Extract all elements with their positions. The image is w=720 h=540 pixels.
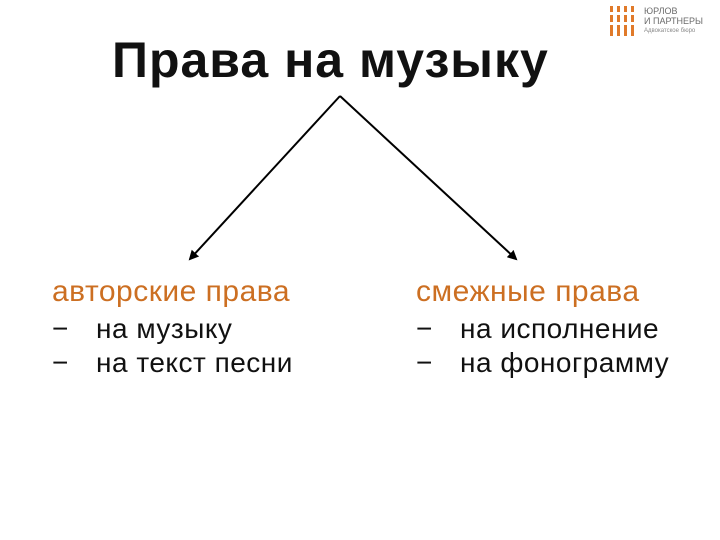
logo-line1: ЮРЛОВ (644, 6, 678, 16)
arrow-left (188, 95, 341, 261)
branch-items: − на музыку − на текст песни (52, 312, 293, 380)
logo-subtitle: Адвокатское бюро (644, 28, 696, 34)
list-item: − на фонограмму (416, 346, 669, 380)
branch-items: − на исполнение − на фонограмму (416, 312, 669, 380)
logo-name: ЮРЛОВ И ПАРТНЕРЫ (644, 6, 703, 26)
branch-related-rights: смежные права − на исполнение − на фоног… (416, 272, 669, 380)
page-title: Права на музыку (112, 32, 549, 88)
branch-heading: смежные права (416, 275, 640, 308)
item-text: на музыку (96, 313, 233, 344)
logo-icon (608, 6, 636, 36)
bullet-dash: − (416, 347, 433, 378)
logo-line2: И ПАРТНЕРЫ (644, 16, 704, 26)
item-text: на фонограмму (460, 347, 670, 378)
bullet-dash: − (52, 347, 69, 378)
branch-heading: авторские права (52, 275, 291, 308)
bullet-dash: − (52, 313, 69, 344)
list-item: − на текст песни (52, 346, 293, 380)
item-text: на исполнение (460, 313, 660, 344)
list-item: − на музыку (52, 312, 293, 346)
item-text: на текст песни (96, 347, 293, 378)
list-item: − на исполнение (416, 312, 669, 346)
logo: ЮРЛОВ И ПАРТНЕРЫ Адвокатское бюро (608, 4, 716, 40)
arrow-right (339, 95, 518, 261)
bullet-dash: − (416, 313, 433, 344)
branch-copyright: авторские права − на музыку − на текст п… (52, 272, 293, 380)
